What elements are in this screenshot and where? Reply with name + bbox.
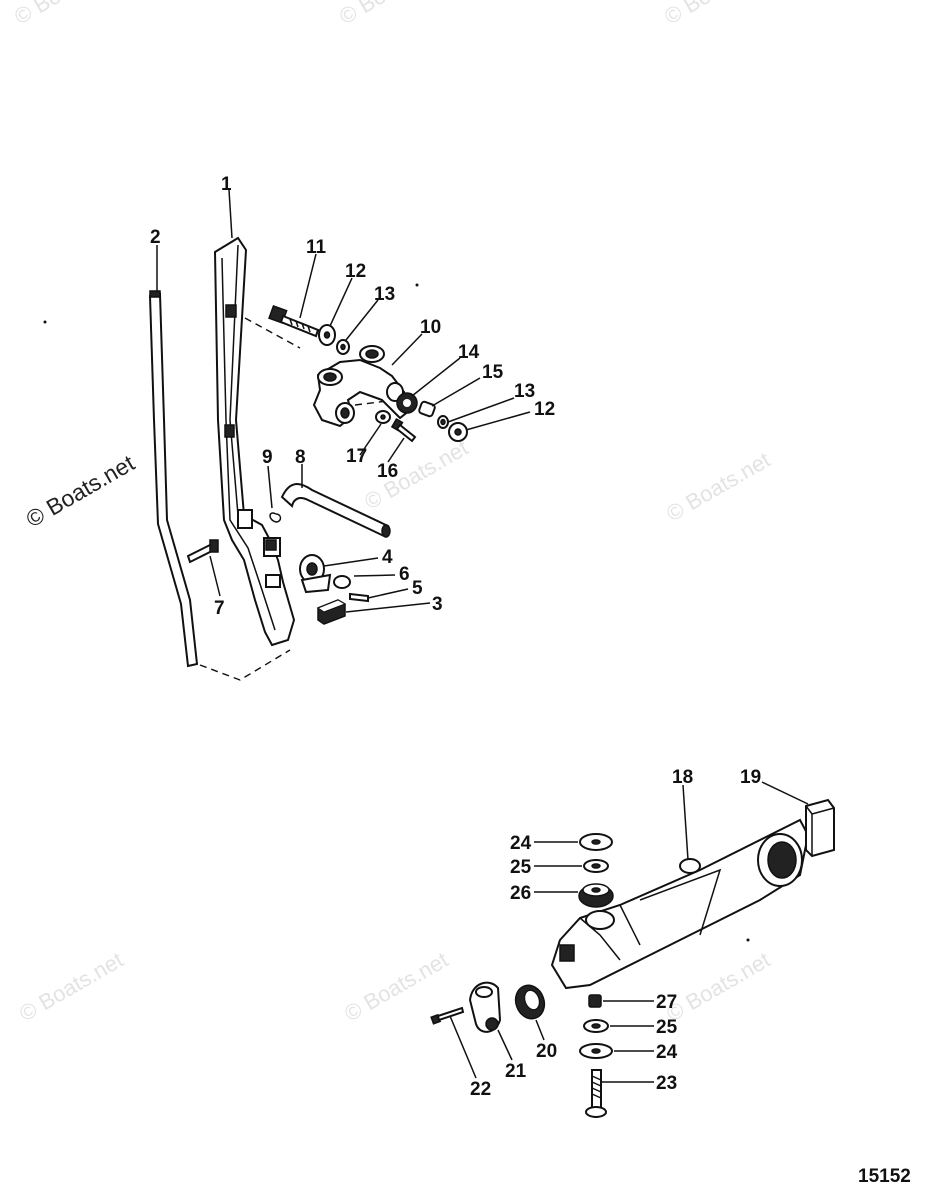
part-15-bushing bbox=[418, 400, 436, 418]
callout-15: 15 bbox=[482, 362, 504, 383]
watermark: © Boats.net bbox=[335, 0, 447, 29]
watermark: © Boats.net bbox=[10, 0, 122, 29]
callout-5: 5 bbox=[412, 578, 423, 599]
part-18-housing bbox=[550, 818, 810, 990]
callout-24b: 24 bbox=[656, 1042, 678, 1063]
part-22-screw bbox=[430, 1006, 465, 1025]
figure-number: 15152 bbox=[858, 1166, 911, 1187]
callout-24: 24 bbox=[510, 833, 532, 854]
watermark: © Boats.net bbox=[662, 447, 774, 526]
callout-4: 4 bbox=[382, 547, 393, 568]
part-23-bolt bbox=[585, 1069, 607, 1118]
callout-13b: 13 bbox=[514, 381, 535, 402]
watermark: © Boats.net bbox=[15, 947, 127, 1026]
part-3-block bbox=[316, 599, 347, 625]
callout-20: 20 bbox=[536, 1041, 557, 1062]
callout-21: 21 bbox=[505, 1061, 527, 1082]
callout-3: 3 bbox=[432, 594, 443, 615]
callout-2: 2 bbox=[150, 227, 161, 248]
part-9-clip bbox=[269, 512, 282, 523]
callout-17: 17 bbox=[346, 446, 367, 467]
callout-22: 22 bbox=[470, 1079, 491, 1100]
assembly-dashed-line bbox=[244, 317, 301, 349]
callout-16: 16 bbox=[377, 461, 398, 482]
watermark-layer: © Boats.net © Boats.net © Boats.net © Bo… bbox=[10, 0, 774, 1026]
callout-1: 1 bbox=[221, 174, 232, 195]
callout-6: 6 bbox=[399, 564, 410, 585]
part-20-grommet bbox=[514, 984, 546, 1020]
assembly-dashed-line bbox=[199, 649, 291, 681]
part-19-pad bbox=[805, 798, 835, 858]
callout-11: 11 bbox=[306, 237, 327, 258]
callout-10: 10 bbox=[420, 317, 441, 338]
part-6-washer bbox=[333, 575, 351, 589]
assembly-dashed-line bbox=[354, 399, 396, 406]
part-10-linkage bbox=[312, 345, 412, 428]
callout-12b: 12 bbox=[534, 399, 555, 420]
callout-7: 7 bbox=[214, 598, 225, 619]
part-7-fitting bbox=[186, 539, 219, 564]
callout-25: 25 bbox=[510, 857, 532, 878]
callout-19: 19 bbox=[740, 767, 761, 788]
callout-25b: 25 bbox=[656, 1017, 678, 1038]
part-4-lever bbox=[299, 554, 332, 594]
callout-26: 26 bbox=[510, 883, 531, 904]
callout-labels: 1 2 11 12 13 10 14 15 13 12 17 16 9 8 4 … bbox=[150, 174, 761, 1100]
part-26-grommet bbox=[578, 883, 614, 908]
watermark-dark: © Boats.net bbox=[22, 449, 140, 532]
callout-9: 9 bbox=[262, 447, 273, 468]
part-21-clamp bbox=[468, 981, 502, 1033]
callout-13: 13 bbox=[374, 284, 395, 305]
callout-27: 27 bbox=[656, 992, 677, 1013]
leader-lines bbox=[156, 189, 809, 1083]
part-2-seal-strip bbox=[148, 290, 199, 668]
watermark: © Boats.net bbox=[340, 947, 452, 1026]
watermark: © Boats.net bbox=[660, 0, 772, 29]
callout-23: 23 bbox=[656, 1073, 677, 1094]
callout-8: 8 bbox=[295, 447, 306, 468]
part-27-nut bbox=[588, 994, 602, 1008]
callout-18: 18 bbox=[672, 767, 693, 788]
part-5-screw bbox=[349, 592, 369, 603]
callout-12: 12 bbox=[345, 261, 366, 282]
part-1-bracket bbox=[213, 236, 296, 647]
part-16-screw bbox=[390, 418, 417, 443]
watermark: © Boats.net bbox=[662, 947, 774, 1026]
part-11-bolt bbox=[268, 305, 320, 338]
callout-14: 14 bbox=[458, 342, 480, 363]
